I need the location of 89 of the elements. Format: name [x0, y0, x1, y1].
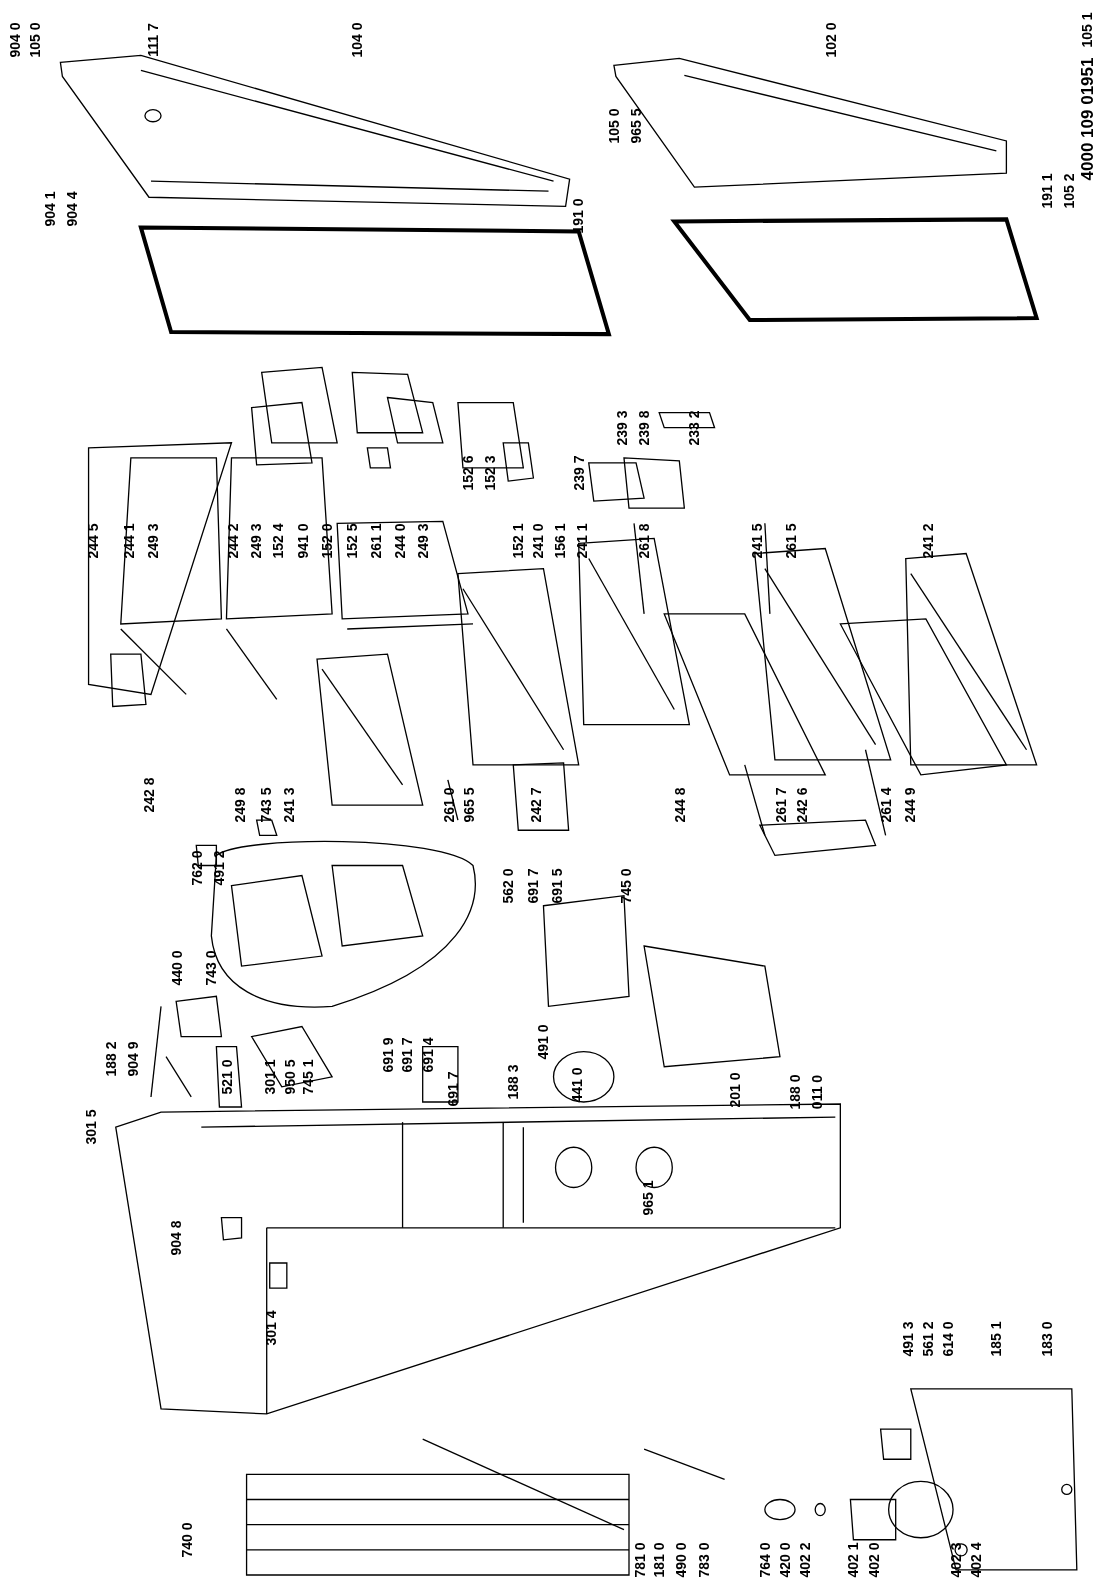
- callout-number: 965 5: [629, 108, 644, 144]
- callout-number: 261 7: [773, 787, 788, 823]
- callout-number: 691 9: [381, 1037, 396, 1073]
- callout-number: 764 0: [757, 1542, 772, 1578]
- callout-number: 965 1: [641, 1180, 656, 1216]
- callout-number: 783 0: [697, 1542, 712, 1578]
- callout-number: 241 3: [281, 787, 296, 823]
- callout-number: 191 0: [570, 198, 585, 234]
- callout-number: 156 1: [552, 523, 567, 559]
- callout-number: 104 0: [350, 22, 365, 58]
- callout-number: 105 2: [1061, 173, 1076, 209]
- callout-number: 249 3: [415, 523, 430, 559]
- callout-number: 242 6: [795, 787, 810, 823]
- callout-number: 244 9: [902, 787, 917, 823]
- callout-number: 191 1: [1039, 173, 1054, 209]
- callout-number: 181 0: [652, 1542, 667, 1578]
- callout-number: 261 5: [784, 523, 799, 559]
- callout-number: 242 8: [141, 777, 156, 813]
- callout-number: 152 4: [270, 523, 285, 559]
- callout-number: 201 0: [727, 1072, 742, 1108]
- callout-number: 105 1: [1079, 12, 1094, 48]
- callout-number: 402 2: [798, 1542, 813, 1578]
- callout-number: 188 3: [506, 1064, 521, 1100]
- callout-number: 402 4: [969, 1542, 984, 1578]
- callout-number: 561 2: [920, 1321, 935, 1357]
- callout-number: 904 4: [65, 191, 80, 227]
- callout-number: 402 3: [949, 1542, 964, 1578]
- callout-number: 745 1: [300, 1059, 315, 1095]
- callout-number: 745 0: [618, 868, 633, 904]
- callout-number: 743 0: [204, 950, 219, 986]
- callout-number: 261 0: [441, 787, 456, 823]
- callout-number: 239 7: [571, 455, 586, 491]
- callout-number: 239 8: [637, 410, 652, 446]
- callout-number: 441 0: [569, 1067, 584, 1103]
- callout-number: 743 5: [258, 787, 273, 823]
- callout-number: 183 0: [1039, 1321, 1054, 1357]
- callout-number: 740 0: [180, 1522, 195, 1558]
- callout-number: 249 3: [248, 523, 263, 559]
- callout-number: 239 3: [614, 410, 629, 446]
- callout-number: 440 0: [170, 950, 185, 986]
- callout-number: 691 7: [526, 868, 541, 904]
- callout-number: 244 8: [673, 787, 688, 823]
- callout-number: 152 6: [460, 455, 475, 491]
- callout-number: 691 5: [549, 868, 564, 904]
- callout-number: 301 1: [262, 1059, 277, 1095]
- callout-number: 242 7: [529, 787, 544, 823]
- callout-number: 261 1: [369, 523, 384, 559]
- callout-number: 152 1: [511, 523, 526, 559]
- callout-number: 614 0: [941, 1321, 956, 1357]
- callout-number: 241 2: [920, 523, 935, 559]
- callout-number: 241 5: [749, 523, 764, 559]
- callout-number: 261 4: [878, 787, 893, 823]
- callout-number: 188 2: [103, 1041, 118, 1077]
- callout-number: 241 0: [531, 523, 546, 559]
- callout-number: 904 9: [125, 1041, 140, 1077]
- callout-number: 781 0: [633, 1542, 648, 1578]
- callout-number: 521 0: [220, 1059, 235, 1095]
- callout-number: 301 5: [83, 1109, 98, 1145]
- callout-number: 301 4: [263, 1310, 278, 1346]
- callout-number: 185 1: [989, 1321, 1004, 1357]
- callout-number: 152 5: [345, 523, 360, 559]
- callout-number: 691 4: [420, 1037, 435, 1073]
- callout-number: 111 7: [145, 23, 160, 57]
- callout-number: 402 1: [846, 1542, 861, 1578]
- callout-number: 152 3: [483, 455, 498, 491]
- callout-number: 691 7: [399, 1037, 414, 1073]
- callout-number: 249 3: [145, 523, 160, 559]
- callout-number: 691 7: [445, 1071, 460, 1107]
- callout-number: 562 0: [501, 868, 516, 904]
- callout-number: 490 0: [674, 1542, 689, 1578]
- drawing-number: 4000 109 01951: [1078, 57, 1096, 181]
- callout-number: 241 1: [574, 523, 589, 559]
- callout-number: 491 3: [900, 1321, 915, 1357]
- callout-number: 965 5: [462, 787, 476, 823]
- callout-number: 102 0: [824, 22, 839, 58]
- callout-number: 105 0: [28, 22, 43, 58]
- callout-number: 105 0: [606, 108, 621, 144]
- callout-number: 491 0: [536, 1024, 551, 1060]
- callout-number: 904 0: [8, 22, 23, 58]
- callout-number: 244 0: [392, 523, 407, 559]
- callout-number: 941 0: [295, 523, 310, 559]
- callout-number: 249 8: [232, 787, 247, 823]
- callout-number: 011 0: [810, 1074, 825, 1110]
- callout-number: 904 1: [43, 191, 58, 227]
- callout-number: 420 0: [778, 1542, 792, 1578]
- callout-number: 402 0: [866, 1542, 881, 1578]
- callout-number: 261 8: [637, 523, 652, 559]
- callout-number: 950 5: [282, 1059, 297, 1095]
- callout-number: 904 8: [169, 1220, 184, 1256]
